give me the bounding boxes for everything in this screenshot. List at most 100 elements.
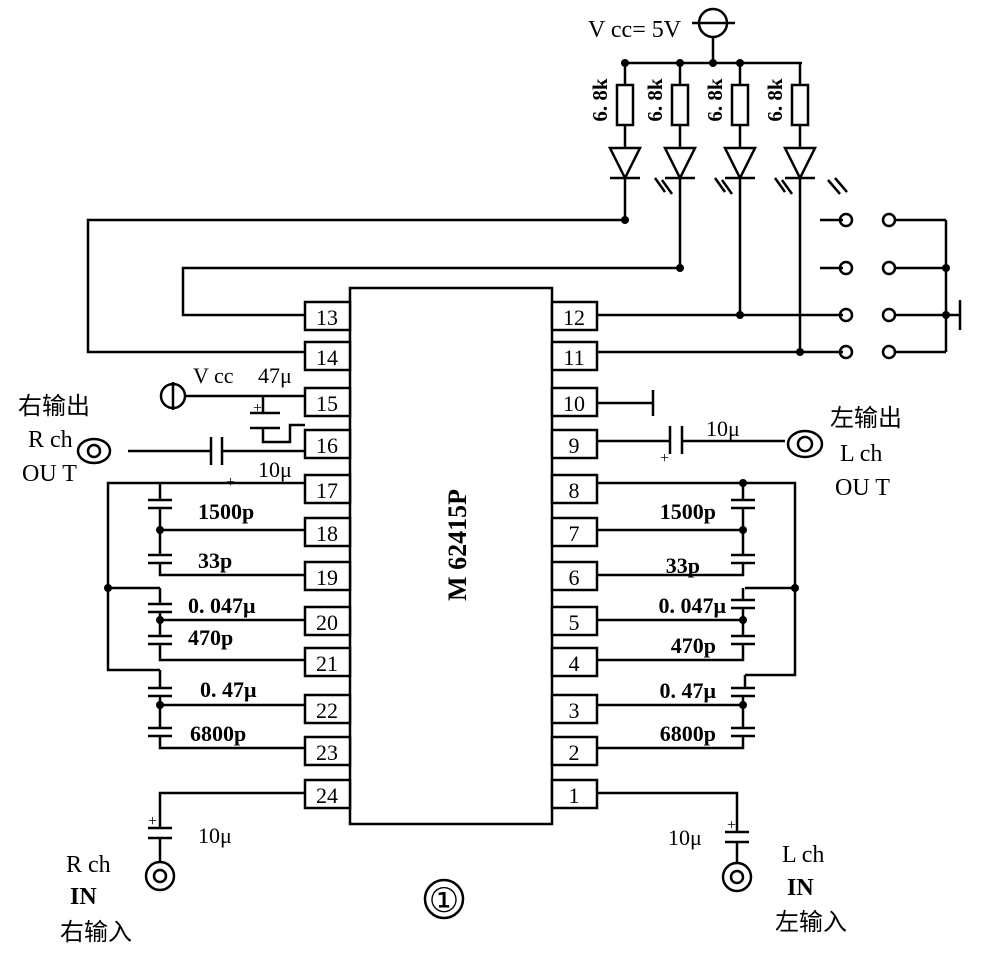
right-pin-number-7: 7 bbox=[569, 521, 580, 546]
polarity-mark-l-in: + bbox=[727, 817, 736, 834]
left-pin-box-16 bbox=[303, 428, 352, 460]
right-pin-box-6 bbox=[550, 560, 599, 592]
left-pin-number-23: 23 bbox=[316, 740, 338, 765]
resistor-label-3: 6. 8k bbox=[703, 78, 727, 122]
right-pin-box-12 bbox=[550, 300, 599, 332]
resistor-2 bbox=[670, 83, 690, 127]
left-pin-number-22: 22 bbox=[316, 698, 338, 723]
l-out-cap-label: 10μ bbox=[706, 416, 740, 441]
left-pin-number-15: 15 bbox=[316, 391, 338, 416]
left-cap-0047u: 0. 047μ bbox=[188, 593, 256, 618]
l-in-label-cn: 左输入 bbox=[775, 909, 847, 936]
led-4 bbox=[782, 146, 818, 181]
left-pin-box-18 bbox=[303, 516, 352, 548]
left-cap-470p: 470p bbox=[188, 625, 233, 650]
right-pin-number-5: 5 bbox=[569, 610, 580, 635]
left-pin-box-23 bbox=[303, 735, 352, 767]
polarity-mark-decouple: + bbox=[253, 400, 262, 417]
right-pin-number-9: 9 bbox=[569, 433, 580, 458]
left-pin-box-22 bbox=[303, 693, 352, 725]
left-pin-number-13: 13 bbox=[316, 305, 338, 330]
right-pin-box-4 bbox=[550, 646, 599, 678]
left-pin-number-19: 19 bbox=[316, 565, 338, 590]
l-in-label-in: IN bbox=[787, 875, 814, 901]
polarity-mark-r-out: + bbox=[226, 474, 235, 491]
led-2 bbox=[662, 146, 698, 181]
r-out-label-out: OU T bbox=[22, 461, 77, 487]
r-in-cap-label: 10μ bbox=[198, 823, 232, 848]
right-cap-33p: 33p bbox=[666, 553, 700, 578]
r-out-cap-label: 10μ bbox=[258, 457, 292, 482]
right-cap-0047u: 0. 047μ bbox=[659, 593, 727, 618]
right-pin-number-4: 4 bbox=[569, 651, 580, 676]
left-pin-column: 13 14 15 16 17 18 19 20 21 22 23 24 bbox=[303, 300, 352, 810]
left-pin-box-20 bbox=[303, 605, 352, 637]
right-pin-number-11: 11 bbox=[563, 345, 584, 370]
r-in-label-cn: 右输入 bbox=[60, 919, 132, 946]
resistor-label-4: 6. 8k bbox=[763, 78, 787, 122]
left-pin-number-24: 24 bbox=[316, 783, 338, 808]
left-pin-number-18: 18 bbox=[316, 521, 338, 546]
polarity-mark-r-in: + bbox=[148, 813, 157, 830]
left-pin-box-21 bbox=[303, 646, 352, 678]
r-in-label-in: IN bbox=[70, 884, 97, 910]
r-out-label-ch: R ch bbox=[28, 427, 73, 453]
right-pin-number-10: 10 bbox=[563, 391, 585, 416]
left-pin-box-24 bbox=[303, 778, 352, 810]
r-out-label-cn: 右输出 bbox=[18, 393, 90, 420]
l-out-label-ch: L ch bbox=[840, 441, 882, 467]
right-cap-470p: 470p bbox=[671, 633, 716, 658]
right-pin-box-8 bbox=[550, 473, 599, 505]
right-pin-box-1 bbox=[550, 778, 599, 810]
led-3 bbox=[722, 146, 758, 181]
left-cap-6800p: 6800p bbox=[190, 721, 246, 746]
l-in-label-ch: L ch bbox=[782, 842, 824, 868]
right-pin-box-9 bbox=[550, 428, 599, 460]
left-pin-box-17 bbox=[303, 473, 352, 505]
right-pin-box-7 bbox=[550, 516, 599, 548]
left-pin-box-19 bbox=[303, 560, 352, 592]
junction-dots bbox=[104, 59, 950, 709]
right-pin-number-8: 8 bbox=[569, 478, 580, 503]
right-pin-number-2: 2 bbox=[569, 740, 580, 765]
r-in-label-ch: R ch bbox=[66, 852, 111, 878]
left-pin-box-13 bbox=[303, 300, 352, 332]
left-cap-047u: 0. 47μ bbox=[200, 677, 257, 702]
left-pin-number-21: 21 bbox=[316, 651, 338, 676]
right-cap-1500p: 1500p bbox=[660, 499, 716, 524]
vcc-5v-label: V cc= 5V bbox=[588, 17, 682, 43]
right-cap-047u: 0. 47μ bbox=[660, 678, 717, 703]
resistor-4 bbox=[790, 83, 810, 127]
right-pin-box-10 bbox=[550, 386, 599, 418]
led-1 bbox=[607, 146, 643, 181]
right-pin-box-5 bbox=[550, 605, 599, 637]
resistor-1 bbox=[615, 83, 635, 127]
left-cap-1500p: 1500p bbox=[198, 499, 254, 524]
figure-number: ① bbox=[429, 883, 459, 920]
left-pin-number-20: 20 bbox=[316, 610, 338, 635]
polarity-mark-l-out: + bbox=[660, 450, 669, 467]
right-pin-number-12: 12 bbox=[563, 305, 585, 330]
left-pin-number-17: 17 bbox=[316, 478, 338, 503]
right-pin-box-3 bbox=[550, 693, 599, 725]
left-pin-box-15 bbox=[303, 386, 352, 418]
l-out-label-out: OU T bbox=[835, 475, 890, 501]
right-pin-number-6: 6 bbox=[569, 565, 580, 590]
wiring bbox=[76, 7, 962, 920]
left-pin-box-14 bbox=[303, 340, 352, 372]
right-pin-number-3: 3 bbox=[569, 698, 580, 723]
right-pin-box-2 bbox=[550, 735, 599, 767]
left-cap-33p: 33p bbox=[198, 548, 232, 573]
right-pin-box-11 bbox=[550, 340, 599, 372]
ic-body bbox=[348, 286, 554, 826]
right-cap-6800p: 6800p bbox=[660, 721, 716, 746]
right-pin-column: 12 11 10 9 8 7 6 5 4 3 2 1 bbox=[550, 300, 599, 810]
l-in-cap-label: 10μ bbox=[668, 825, 702, 850]
vcc-pin15-label: V cc bbox=[193, 363, 234, 388]
resistor-label-2: 6. 8k bbox=[643, 78, 667, 122]
resistor-label-1: 6. 8k bbox=[588, 78, 612, 122]
left-pin-number-16: 16 bbox=[316, 433, 338, 458]
left-pin-number-14: 14 bbox=[316, 345, 338, 370]
right-pin-number-1: 1 bbox=[569, 783, 580, 808]
